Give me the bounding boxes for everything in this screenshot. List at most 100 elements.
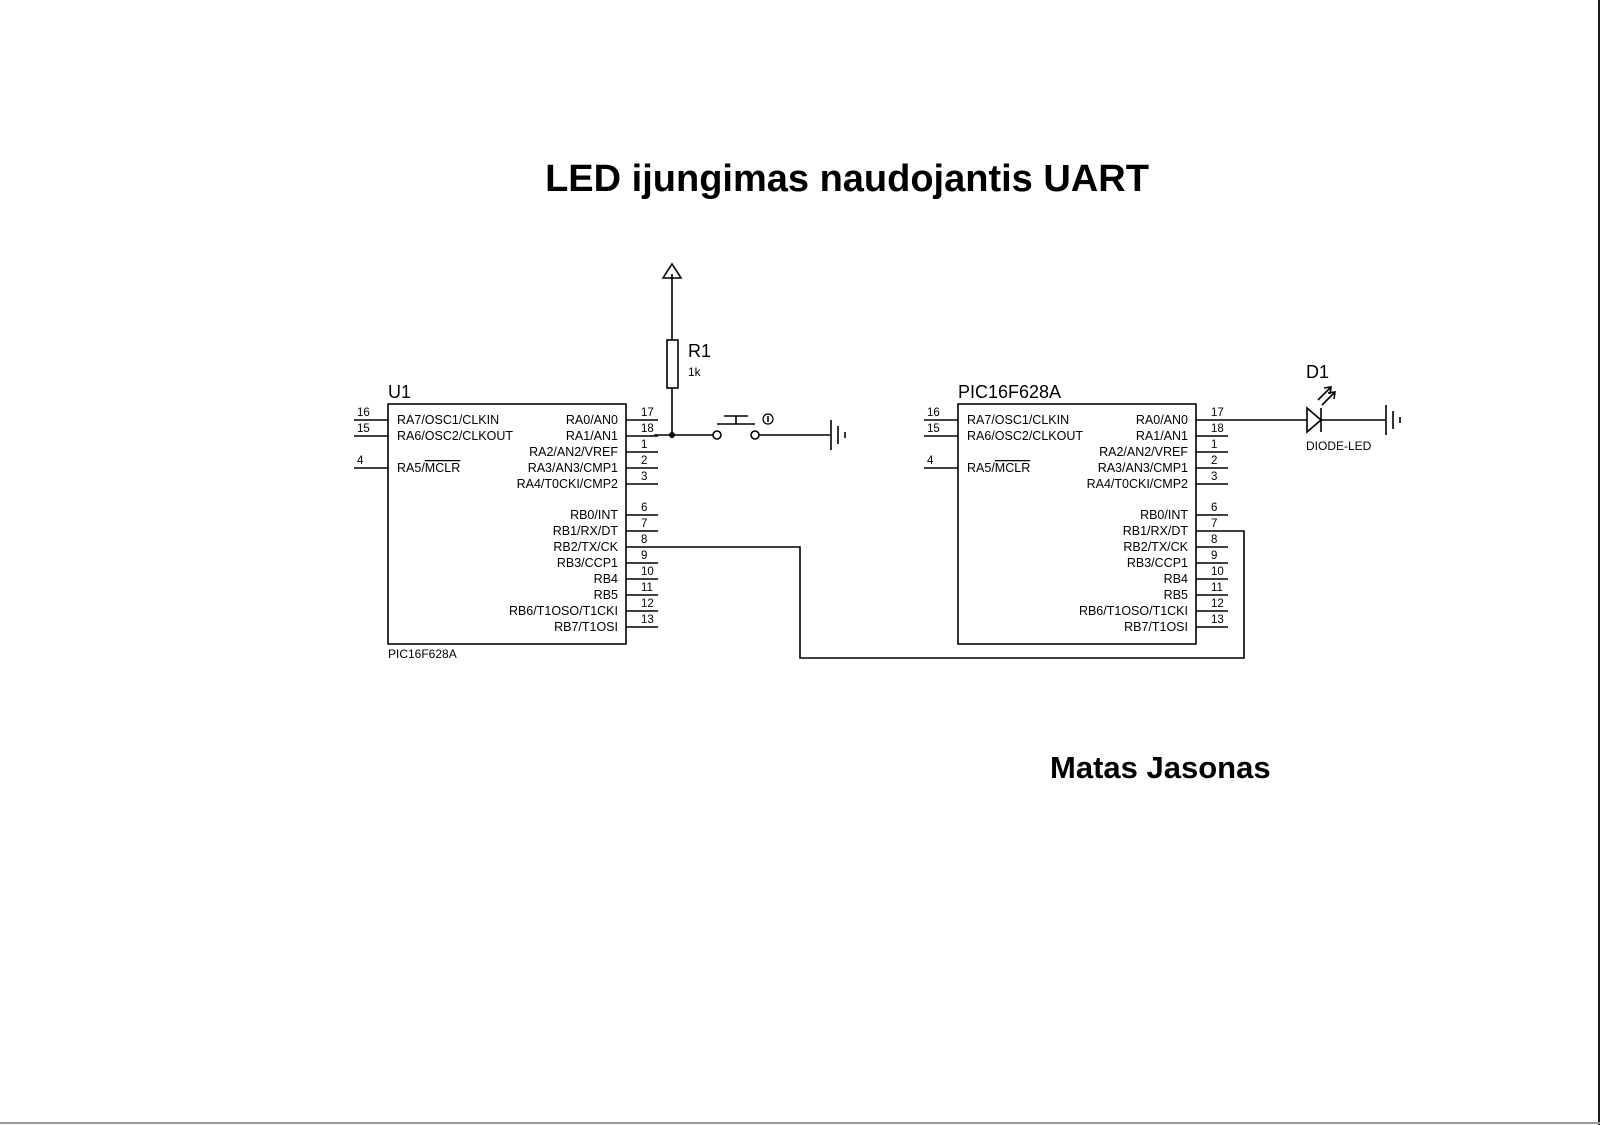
push-button [654, 413, 830, 440]
pin-label: RB6/T1OSO/T1CKI [509, 604, 618, 618]
pin-number: 11 [641, 582, 653, 594]
pin-label: RA0/AN0 [566, 413, 618, 427]
pin-number: 7 [641, 518, 647, 530]
resistor-r1: R1 1k [661, 262, 711, 435]
pin-label: RB5 [1164, 588, 1188, 602]
pin-number: 2 [1211, 455, 1217, 467]
sheet-author: Matas Jasonas [1050, 750, 1271, 785]
page-border-right [1598, 0, 1600, 1125]
pin-label: RA5/MCLR [397, 461, 460, 475]
pin-number: 3 [641, 471, 647, 483]
pin-label: RB3/CCP1 [1127, 556, 1188, 570]
pin-number: 11 [1211, 582, 1223, 594]
pin-number: 8 [641, 534, 647, 546]
pin-label: RA7/OSC1/CLKIN [967, 413, 1069, 427]
uart-wire [658, 530, 1245, 659]
pin-number: 10 [1211, 566, 1224, 578]
pin-label: RA2/AN2/VREF [1099, 445, 1188, 459]
light-arrow-icon [1317, 387, 1331, 401]
pin-label: RA4/T0CKI/CMP2 [1087, 477, 1188, 491]
pin-number: 17 [641, 407, 654, 419]
pin-number: 6 [1211, 502, 1217, 514]
resistor-body [666, 339, 679, 389]
pin-number: 3 [1211, 471, 1217, 483]
pin-label: RB7/T1OSI [554, 620, 618, 634]
sheet-title: LED ijungimas naudojantis UART [545, 158, 1149, 200]
power-arrow-icon [661, 262, 683, 279]
pin-number: 7 [1211, 518, 1217, 530]
pin-label: RB4 [594, 572, 618, 586]
pin-label: RA1/AN1 [566, 429, 618, 443]
pin-number: 4 [357, 455, 364, 467]
pin-label: RA0/AN0 [1136, 413, 1188, 427]
pin-label-text: RA6/OSC2/CLKOUT [967, 429, 1083, 443]
led-d1: D1 DIODE-LED [1228, 362, 1385, 453]
pin-label-overbar: MCLR [995, 461, 1030, 475]
pin-label: RA3/AN3/CMP1 [1098, 461, 1188, 475]
pin-label: RB0/INT [1140, 508, 1188, 522]
pin-number: 18 [641, 423, 654, 435]
pin-label: RB7/T1OSI [1124, 620, 1188, 634]
pin-label: RA6/OSC2/CLKOUT [397, 429, 513, 443]
resistor-ref: R1 [688, 341, 711, 361]
pin-number: 13 [1211, 614, 1224, 626]
resistor-value: 1k [688, 365, 702, 379]
pin-number: 8 [1211, 534, 1217, 546]
pin-number: 15 [357, 423, 370, 435]
chip-ref: U1 [388, 382, 411, 402]
pin-number: 12 [1211, 598, 1224, 610]
pin-number: 16 [357, 407, 370, 419]
pin-label: RA1/AN1 [1136, 429, 1188, 443]
pin-number: 2 [641, 455, 647, 467]
pin-label: RA5/MCLR [967, 461, 1030, 475]
pin-label: RB5 [594, 588, 618, 602]
pin-label-overbar: MCLR [425, 461, 460, 475]
pin-label: RA4/T0CKI/CMP2 [517, 477, 618, 491]
pin-number: 10 [641, 566, 654, 578]
pin-number: 4 [927, 455, 934, 467]
led-value: DIODE-LED [1306, 439, 1372, 453]
pin-label: RB0/INT [570, 508, 618, 522]
pin-label: RB3/CCP1 [557, 556, 618, 570]
pin-number: 17 [1211, 407, 1224, 419]
chip-value: PIC16F628A [388, 647, 457, 661]
led-ref: D1 [1306, 362, 1329, 382]
pin-label: RB6/T1OSO/T1CKI [1079, 604, 1188, 618]
pin-label: RB2/TX/CK [553, 540, 618, 554]
pin-number: 12 [641, 598, 654, 610]
pin-number: 9 [1211, 550, 1217, 562]
button-contact-left [712, 430, 722, 440]
pin-label: RA2/AN2/VREF [529, 445, 618, 459]
pin-label: RB2/TX/CK [1123, 540, 1188, 554]
pin-label: RB1/RX/DT [553, 524, 619, 538]
button-contact-right [750, 430, 760, 440]
page-border-bottom [0, 1122, 1600, 1124]
pin-label-text: RA5/ [967, 461, 995, 475]
ground-icon [830, 420, 846, 450]
pin-label-text: RA5/ [397, 461, 425, 475]
pin-label-text: RA6/OSC2/CLKOUT [397, 429, 513, 443]
pin-label: RB1/RX/DT [1123, 524, 1189, 538]
pin-label: RA7/OSC1/CLKIN [397, 413, 499, 427]
pin-label: RA3/AN3/CMP1 [528, 461, 618, 475]
pin-number: 9 [641, 550, 647, 562]
ground-icon [1385, 405, 1401, 435]
pin-number: 6 [641, 502, 647, 514]
pin-number: 15 [927, 423, 940, 435]
diode-triangle-icon [1306, 406, 1323, 434]
chip-ref: PIC16F628A [958, 382, 1061, 402]
chip-body [957, 403, 1197, 645]
pin-label-text: RA7/OSC1/CLKIN [967, 413, 1069, 427]
pin-number: 1 [1211, 439, 1217, 451]
pin-number: 16 [927, 407, 940, 419]
pin-number: 13 [641, 614, 654, 626]
pin-number: 18 [1211, 423, 1224, 435]
pin-number: 1 [641, 439, 647, 451]
pin-label: RB4 [1164, 572, 1188, 586]
chip-body [387, 403, 627, 645]
pin-label: RA6/OSC2/CLKOUT [967, 429, 1083, 443]
